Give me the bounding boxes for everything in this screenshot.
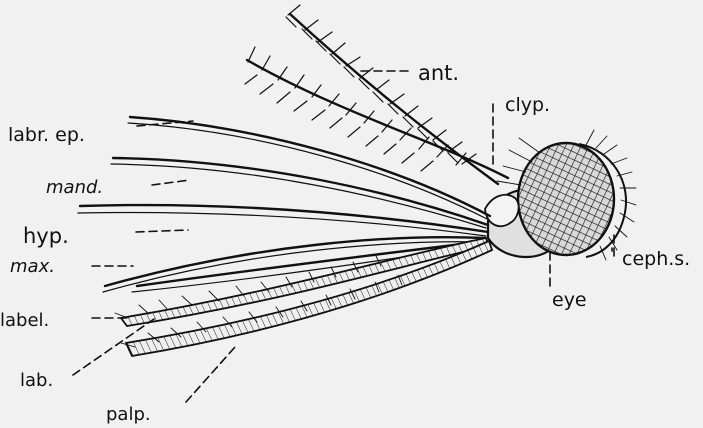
label-hyp: hyp. <box>23 224 69 248</box>
label-ant: ant. <box>418 61 459 85</box>
compound-eye <box>518 143 614 255</box>
label-max: max. <box>10 256 55 277</box>
label-label: label. <box>0 310 49 331</box>
label-mand: mand. <box>46 177 103 198</box>
label-lab: lab. <box>20 370 53 391</box>
label-ceph-s: ceph.s. <box>622 248 690 270</box>
label-palp: palp. <box>106 404 151 425</box>
label-clyp: clyp. <box>505 94 550 116</box>
label-labr-ep: labr. ep. <box>8 124 85 146</box>
label-eye: eye <box>552 289 587 311</box>
